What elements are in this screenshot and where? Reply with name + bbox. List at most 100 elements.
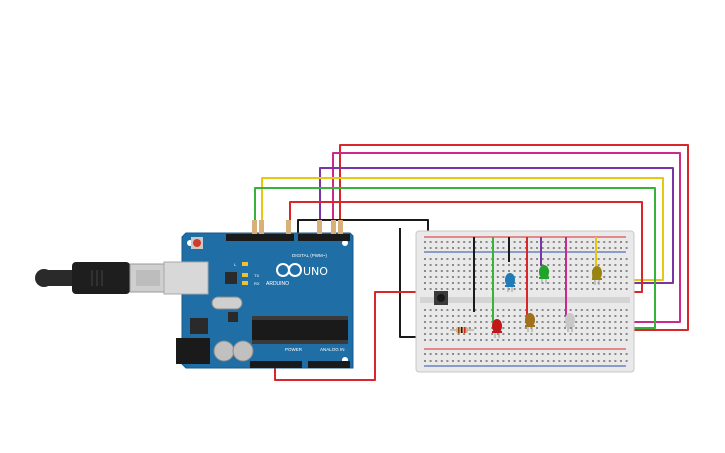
resistors-header-right[interactable] [317, 220, 343, 234]
breadboard-hole [597, 339, 600, 341]
breadboard-hole [491, 360, 494, 362]
breadboard-hole [547, 241, 550, 243]
breadboard-hole [580, 353, 583, 355]
breadboard-hole [530, 258, 533, 260]
breadboard-hole [547, 264, 550, 266]
breadboard-hole [625, 264, 628, 266]
breadboard-hole [429, 282, 432, 284]
usb-cable[interactable] [35, 262, 167, 294]
breadboard-components [434, 237, 602, 338]
breadboard-hole [558, 258, 561, 260]
breadboard-hole [463, 270, 466, 272]
resistor[interactable] [450, 327, 474, 333]
breadboard-hole [468, 339, 471, 341]
rx-led [242, 281, 248, 285]
led-orange[interactable] [525, 313, 535, 332]
breadboard-hole [429, 315, 432, 317]
breadboard-hole [547, 339, 550, 341]
breadboard-hole [519, 258, 522, 260]
breadboard-hole [558, 241, 561, 243]
breadboard-hole [463, 333, 466, 335]
breadboard-hole [552, 282, 555, 284]
breadboard-hole [625, 247, 628, 249]
breadboard-hole [592, 264, 594, 266]
breadboard-hole [614, 339, 617, 341]
breadboard-hole [608, 360, 611, 362]
breadboard-hole [614, 247, 617, 249]
wire-red-bottom[interactable] [274, 291, 438, 381]
breadboard-hole [552, 247, 555, 249]
wire-red-top[interactable] [339, 144, 689, 331]
wires-layer [254, 144, 689, 381]
led-green[interactable] [539, 265, 549, 284]
breadboard-hole [536, 360, 538, 362]
breadboard-hole [586, 258, 589, 260]
breadboard-hole [513, 339, 516, 341]
breadboard[interactable] [415, 230, 635, 373]
breadboard-hole [620, 309, 622, 311]
breadboard-hole [536, 327, 538, 329]
breadboard-hole [552, 327, 555, 329]
breadboard-hole [508, 360, 510, 362]
breadboard-hole [586, 282, 589, 284]
breadboard-hole [513, 315, 516, 317]
breadboard-hole [452, 270, 454, 272]
breadboard-hole [440, 353, 443, 355]
board-model-label: UNO [303, 265, 328, 278]
reset-button[interactable] [193, 239, 201, 247]
led-yellow[interactable] [592, 266, 602, 285]
breadboard-hole [485, 321, 488, 323]
breadboard-hole [452, 276, 454, 278]
resistors-header-left[interactable] [252, 220, 291, 234]
breadboard-hole [524, 327, 527, 329]
breadboard-hole [586, 321, 589, 323]
led-white[interactable] [565, 313, 575, 332]
breadboard-hole [625, 327, 628, 329]
breadboard-hole [452, 321, 454, 323]
breadboard-hole [457, 309, 460, 311]
breadboard-hole [446, 321, 449, 323]
breadboard-hole [513, 327, 516, 329]
push-button[interactable] [434, 291, 448, 305]
breadboard-hole [508, 309, 510, 311]
breadboard-hole [569, 282, 572, 284]
analog-label: ANALOG IN [320, 347, 345, 352]
led-blue[interactable] [505, 273, 515, 292]
breadboard-hole [440, 282, 443, 284]
breadboard-hole [508, 333, 510, 335]
breadboard-hole [597, 288, 600, 290]
breadboard-hole [480, 353, 482, 355]
breadboard-hole [452, 315, 454, 317]
breadboard-hole [513, 309, 516, 311]
breadboard-hole [580, 288, 583, 290]
breadboard-hole [457, 315, 460, 317]
breadboard-hole [536, 270, 538, 272]
breadboard-hole [463, 315, 466, 317]
breadboard-hole [541, 339, 544, 341]
power-jack [176, 338, 210, 364]
breadboard-hole [435, 327, 438, 329]
breadboard-hole [485, 288, 488, 290]
led-red[interactable] [492, 319, 502, 338]
arduino-uno-board[interactable]: UNO ARDUINO DIGITAL (PWM~) POWER ANALOG … [163, 220, 354, 369]
breadboard-hole [625, 360, 628, 362]
breadboard-hole [440, 360, 443, 362]
breadboard-hole [575, 360, 578, 362]
breadboard-hole [603, 247, 606, 249]
breadboard-hole [496, 315, 499, 317]
breadboard-hole [452, 247, 454, 249]
breadboard-hole [597, 321, 600, 323]
breadboard-hole [508, 321, 510, 323]
breadboard-hole [541, 360, 544, 362]
capacitor [213, 340, 235, 362]
breadboard-hole [463, 321, 466, 323]
breadboard-hole [620, 264, 622, 266]
breadboard-hole [536, 276, 538, 278]
breadboard-hole [580, 264, 583, 266]
breadboard-hole [541, 258, 544, 260]
breadboard-hole [480, 315, 482, 317]
breadboard-hole [608, 241, 611, 243]
breadboard-hole [625, 241, 628, 243]
breadboard-hole [513, 333, 516, 335]
breadboard-hole [424, 333, 426, 335]
